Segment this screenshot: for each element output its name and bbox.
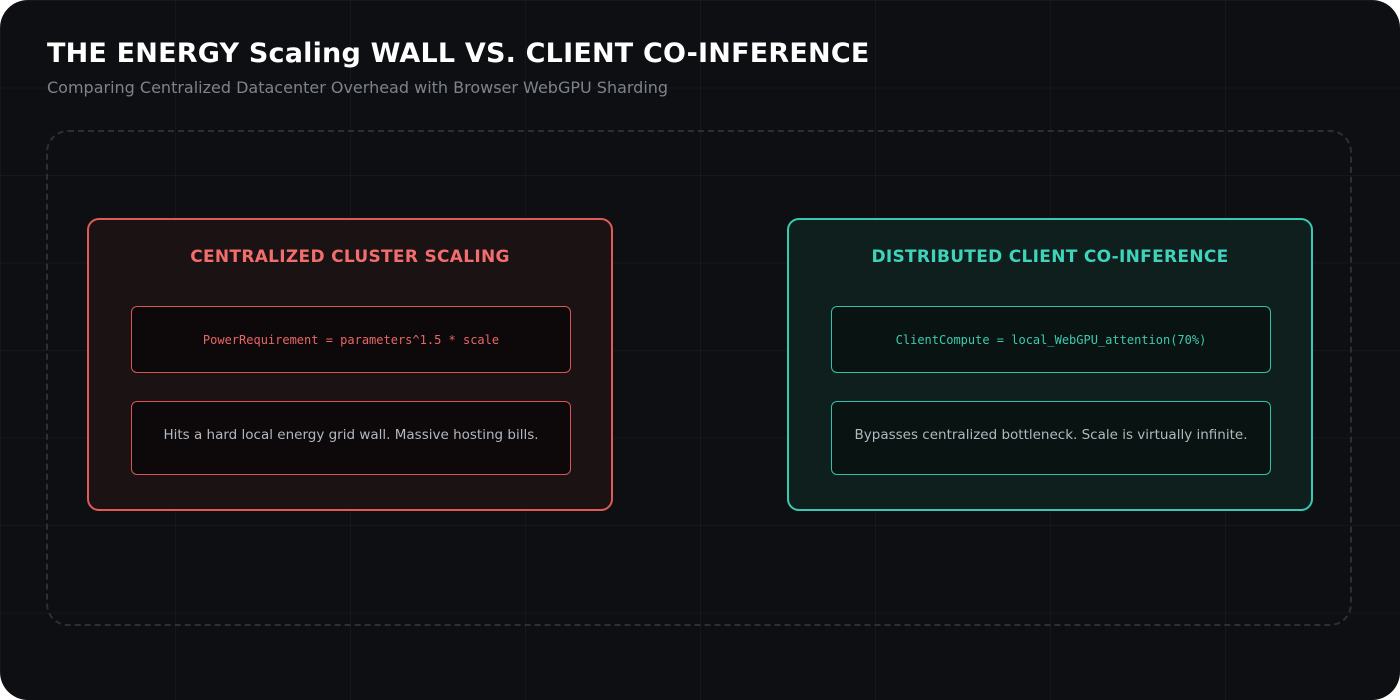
comparison-frame: [46, 130, 1352, 626]
distributed-panel: DISTRIBUTED CLIENT CO-INFERENCE ClientCo…: [787, 218, 1313, 511]
distributed-description-box: Bypasses centralized bottleneck. Scale i…: [831, 401, 1271, 475]
page-title: THE ENERGY Scaling WALL VS. CLIENT CO-IN…: [47, 38, 870, 69]
centralized-description-box: Hits a hard local energy grid wall. Mass…: [131, 401, 571, 475]
distributed-panel-title: DISTRIBUTED CLIENT CO-INFERENCE: [871, 247, 1229, 267]
page-subtitle: Comparing Centralized Datacenter Overhea…: [47, 78, 669, 97]
centralized-panel-title: CENTRALIZED CLUSTER SCALING: [190, 247, 510, 267]
centralized-formula-box: PowerRequirement = parameters^1.5 * scal…: [131, 306, 571, 373]
distributed-formula-box: ClientCompute = local_WebGPU_attention(7…: [831, 306, 1271, 373]
centralized-panel: CENTRALIZED CLUSTER SCALING PowerRequire…: [87, 218, 613, 511]
